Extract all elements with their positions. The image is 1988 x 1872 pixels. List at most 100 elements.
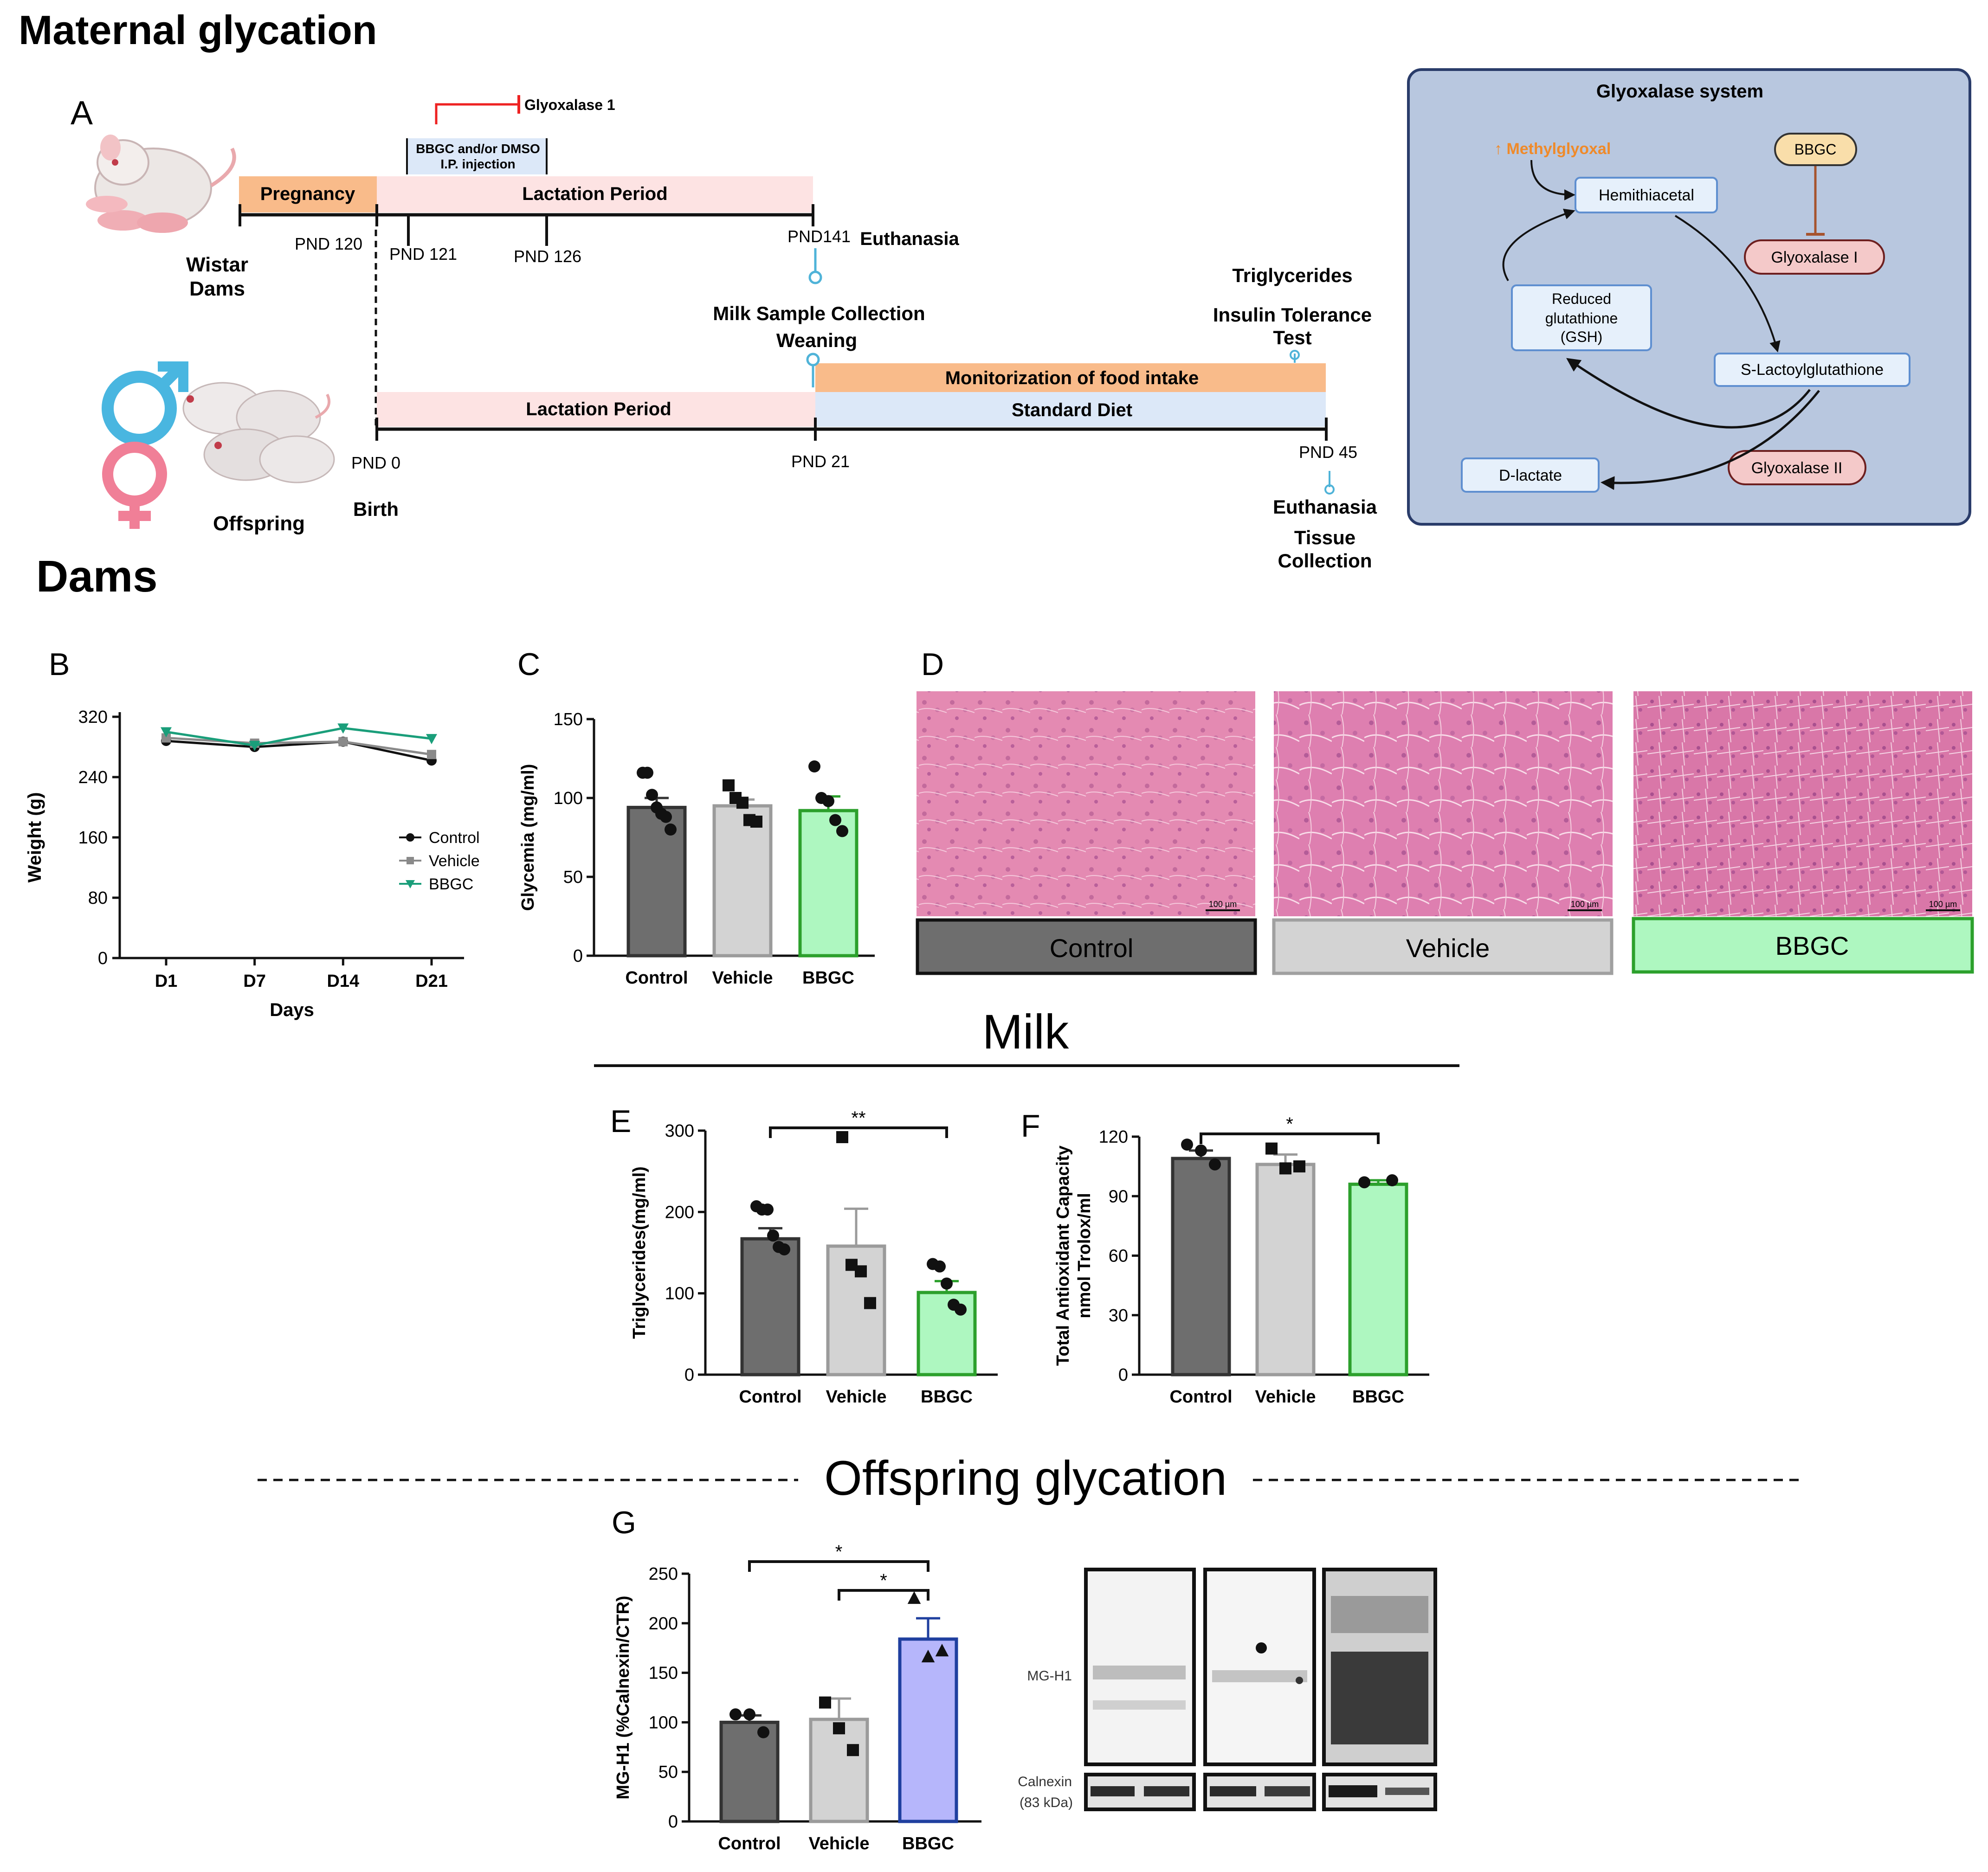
x-tick-label: Control <box>739 1387 801 1407</box>
dam-lactation-bar <box>377 176 813 212</box>
x-tick-label: Vehicle <box>809 1834 870 1853</box>
data-point <box>1293 1160 1305 1173</box>
x-tick-label: BBGC <box>802 968 854 988</box>
x-tick-label: D7 <box>243 971 266 991</box>
y-tick-label: 0 <box>98 949 108 968</box>
histology-label-box-control <box>916 918 1257 975</box>
histology-panel: 100 µm 100 µm 100 µm Control Vehicle BBG… <box>916 691 1974 975</box>
injection-label-line1: BBGC and/or DMSO <box>416 142 540 156</box>
pregnancy-bar <box>239 176 377 212</box>
data-point <box>935 1644 949 1657</box>
pnd120-label: PND 120 <box>295 234 362 253</box>
x-tick-label: BBGC <box>902 1834 954 1853</box>
dlactate-label: D-lactate <box>1499 467 1562 484</box>
standard-diet-bar <box>815 392 1326 427</box>
pnd0-label: PND 0 <box>351 453 400 472</box>
bar-control <box>740 1237 800 1377</box>
weaning-label: Weaning <box>776 329 857 351</box>
legend-label: Control <box>429 829 480 847</box>
data-point <box>836 825 848 837</box>
y-tick-label: 0 <box>684 1365 694 1385</box>
x-tick-label: D1 <box>155 971 178 991</box>
y-tick-label: 0 <box>668 1812 678 1832</box>
bbgc-node-label: BBGC <box>1794 141 1837 158</box>
euthanasia-dams-label: Euthanasia <box>860 229 959 249</box>
panel-letter-d: D <box>921 647 944 682</box>
x-tick-label: D21 <box>415 971 448 991</box>
triglycerides-label: Triglycerides <box>1232 264 1352 286</box>
glyoxalase-system-panel: Glyoxalase system ↑ Methylglyoxal BBGC H… <box>1407 68 1971 526</box>
data-point <box>750 816 762 828</box>
arrow-lactoyl-to-gsh <box>1566 358 1811 429</box>
wistar-dams-label-line2: Dams <box>189 277 245 300</box>
data-point <box>762 1203 774 1216</box>
western-label-mg-h1: MG-H1 <box>1027 1668 1072 1684</box>
blot-band <box>1091 1786 1135 1796</box>
data-point <box>934 1260 946 1273</box>
series-line-vehicle <box>166 737 432 756</box>
series-point <box>427 750 436 759</box>
gsh-node <box>1511 284 1652 351</box>
pnd121-label: PND 121 <box>389 244 457 264</box>
svg-text:100 µm: 100 µm <box>1929 900 1957 909</box>
bar-bbgc <box>1348 1183 1408 1377</box>
histology-label-vehicle: Vehicle <box>1406 933 1490 963</box>
glyoxalase-inhibition-line <box>435 103 517 124</box>
offspring-mice-illustration <box>182 382 335 483</box>
data-point <box>921 1649 935 1663</box>
y-tick-label: 80 <box>88 888 108 908</box>
tissue-collection-line2: Collection <box>1278 550 1372 572</box>
significance-bracket <box>838 1589 929 1601</box>
western-label-calnexin-line2: (83 kDa) <box>1020 1795 1073 1810</box>
gsh-label-line1: Reduced <box>1552 290 1611 307</box>
data-point <box>941 1277 953 1290</box>
methylglyoxal-label: ↑ Methylglyoxal <box>1494 140 1611 158</box>
y-tick-label: 250 <box>649 1564 678 1584</box>
bar-control <box>626 805 687 958</box>
wistar-dams-label-line1: Wistar <box>186 253 248 276</box>
histology-image-bbgc <box>1633 691 1972 916</box>
y-tick-label: 150 <box>554 710 583 729</box>
panel-letter-f: F <box>1021 1108 1040 1144</box>
blot-band <box>1212 1670 1307 1682</box>
pnd126-label: PND 126 <box>514 247 581 266</box>
pnd45-label: PND 45 <box>1299 443 1357 462</box>
bar-bbgc <box>917 1291 977 1377</box>
data-point <box>767 1229 779 1242</box>
x-tick-label: D14 <box>327 971 359 991</box>
y-tick-label: 100 <box>649 1713 678 1732</box>
dam-mouse-illustration <box>86 135 236 233</box>
histology-image-control <box>917 691 1255 916</box>
hemithiacetal-node <box>1575 177 1718 213</box>
glyoxalase-box-title: Glyoxalase system <box>1596 81 1763 102</box>
y-tick-label: 150 <box>649 1664 678 1683</box>
data-point <box>646 789 658 801</box>
data-point <box>660 811 672 823</box>
panel-letter-e: E <box>610 1104 631 1139</box>
y-tick-label: 320 <box>78 708 108 727</box>
y-tick-label: 0 <box>1118 1365 1128 1385</box>
series-point <box>338 737 348 746</box>
itt-label-line1: Insulin Tolerance <box>1213 304 1372 326</box>
heading-dams: Dams <box>36 552 157 601</box>
gsh-label-line2: glutathione <box>1545 310 1618 327</box>
x-tick-label: Control <box>625 968 688 988</box>
data-point <box>833 1722 845 1735</box>
y-tick-label: 200 <box>665 1203 694 1222</box>
data-point <box>847 1744 859 1756</box>
data-point <box>729 1708 742 1721</box>
heading-offspring-glycation: Offspring glycation <box>824 1451 1227 1505</box>
male-symbol-icon <box>102 371 177 446</box>
offspring-label: Offspring <box>213 512 305 535</box>
series-line-control <box>166 740 432 762</box>
lactoylglutathione-node <box>1714 353 1911 387</box>
y-tick-label: 0 <box>573 946 583 966</box>
y-tick-label: 60 <box>1109 1247 1128 1266</box>
pin-itt-icon <box>1290 350 1300 360</box>
blot-band <box>1331 1652 1428 1744</box>
y-tick-label: 100 <box>554 789 583 808</box>
y-axis-label: Weight (g) <box>25 792 45 883</box>
data-point <box>736 797 749 809</box>
